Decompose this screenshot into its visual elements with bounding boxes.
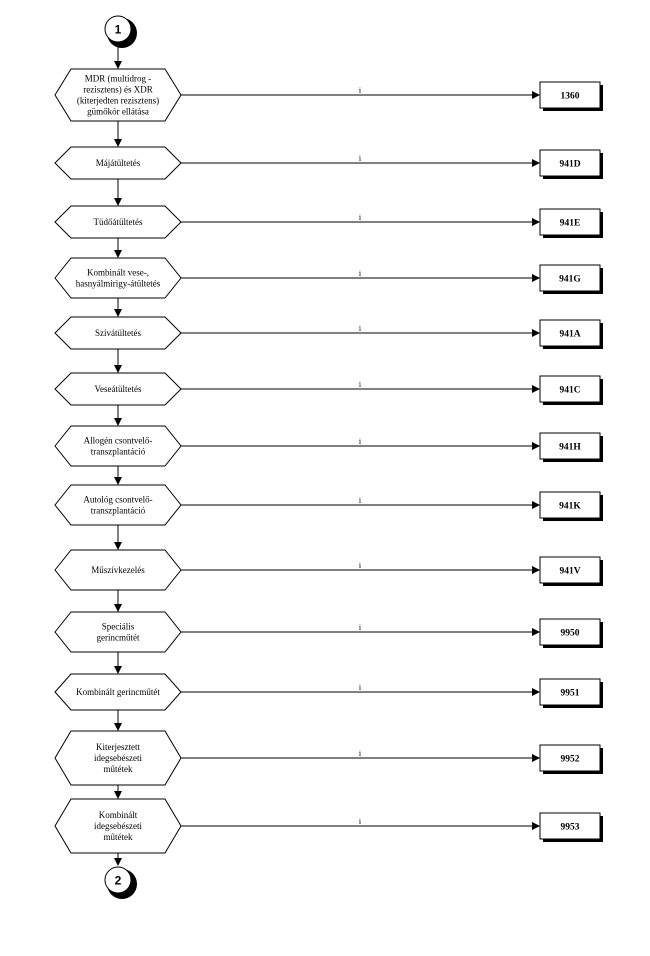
code-box [539,264,601,292]
flow-step-941C: Veseátültetés i 941C [54,372,603,406]
decision-label-line: transzplantáció [91,506,146,516]
branch-arrow-label: i [359,380,362,389]
decision-label-line: Autológ csontvelő- [83,495,152,505]
code-box-label: 941D [559,160,580,170]
branch-arrow-label: i [359,213,362,222]
decision-label-line: idegsebészeti [94,753,142,763]
code-box-label: 941A [559,330,580,340]
decision-label-line: rezisztens) és XDR [83,85,152,95]
code-box [539,491,601,519]
decision-label-line: MDR (multidrog - [85,74,152,84]
code-box-label: 9951 [561,689,580,699]
decision-label-line: gümőkór ellátása [87,107,149,117]
code-box-label: 9950 [561,629,580,639]
decision-label-line: gerincműtét [97,633,140,643]
code-box [539,678,601,706]
branch-arrow-label: i [359,154,362,163]
decision-label-line: Kombinált [99,810,138,820]
branch-arrow-label: i [359,437,362,446]
code-box [539,208,601,236]
flow-step-941H: Allogén csontvelő-transzplantáció i 941H [54,425,603,467]
branch-arrow-label: i [359,496,362,505]
decision-label-line: Műszívkezelés [91,565,145,575]
decision-label-line: Kombinált vese-, [87,268,149,278]
decision-label-line: Allogén csontvelő- [84,436,153,446]
code-box-label: 1360 [561,92,580,102]
flow-step-941K: Autológ csontvelő-transzplantáció i 941K [54,484,603,526]
code-box-label: 941G [559,275,581,285]
code-box-label: 941E [560,219,581,229]
decision-label-line: transzplantáció [91,447,146,457]
branch-arrow-label: i [359,561,362,570]
code-box [539,618,601,646]
code-box [539,432,601,460]
decision-label-line: műtétek [104,832,133,842]
code-box [539,812,601,840]
end-connector-label: 2 [115,874,122,888]
code-box-label: 9952 [561,755,580,765]
branch-arrow-label: i [359,86,362,95]
code-box [539,149,601,177]
branch-arrow-label: i [359,324,362,333]
decision-label-line: (kiterjedten rezisztens) [77,96,159,106]
decision-label-line: hasnyálmirigy-átültetés [76,279,161,289]
flow-step-9951: Kombinált gerincműtét i 9951 [54,673,603,711]
flow-step-941D: Májátültetés i 941D [54,146,603,180]
branch-arrow-label: i [359,683,362,692]
code-box-label: 941C [559,386,580,396]
branch-arrow-label: i [359,269,362,278]
decision-label-line: idegsebészeti [94,821,142,831]
decision-label-line: műtétek [104,764,133,774]
decision-label-line: Tüdőátültetés [94,217,143,227]
decision-label-line: Kiterjesztett [96,742,140,752]
flow-step-941A: Szívátültetés i 941A [54,316,603,350]
code-box-label: 9953 [561,823,580,833]
code-box-label: 941H [559,443,581,453]
code-box [539,81,601,109]
flow-step-1360: MDR (multidrog -rezisztens) és XDR(kiter… [54,68,603,122]
branch-arrow-label: i [359,623,362,632]
steps-layer: MDR (multidrog -rezisztens) és XDR(kiter… [54,46,603,866]
start-connector-label: 1 [115,23,122,37]
decision-label-line: Veseátültetés [95,384,142,394]
code-box [539,319,601,347]
flow-step-941E: Tüdőátültetés i 941E [54,205,603,239]
decision-label-line: Májátültetés [96,158,141,168]
code-box [539,556,601,584]
flow-step-941V: Műszívkezelés i 941V [54,549,603,591]
code-box-label: 941V [559,567,580,577]
decision-label-line: Speciális [102,622,135,632]
start-connector: 1 [104,15,137,48]
code-box [539,375,601,403]
decision-label-line: Szívátültetés [95,328,141,338]
decision-label-line: Kombinált gerincműtét [76,687,160,697]
branch-arrow-label: i [359,749,362,758]
code-box [539,744,601,772]
end-connector: 2 [104,866,137,899]
code-box-label: 941K [559,502,581,512]
branch-arrow-label: i [359,817,362,826]
flow-step-941G: Kombinált vese-,hasnyálmirigy-átültetés i… [54,257,603,299]
